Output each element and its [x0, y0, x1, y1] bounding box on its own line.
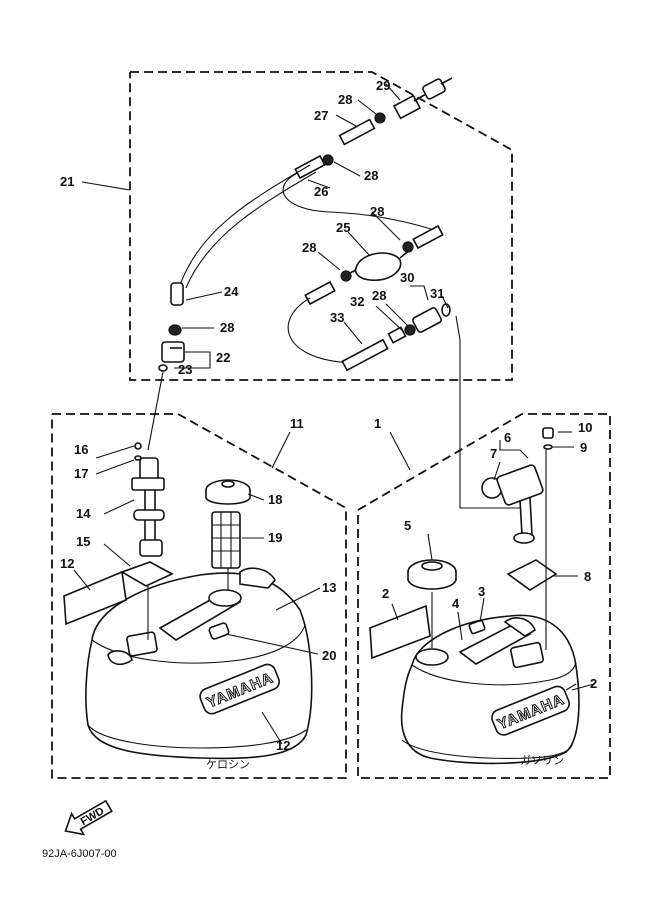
clip-28-connector [404, 324, 416, 336]
fuel-hose-assembly-group [129, 71, 520, 509]
callout-31: 31 [430, 286, 444, 301]
callout-26: 26 [314, 184, 328, 199]
forward-arrow-label: FWD [79, 805, 107, 828]
tank-cap-5 [407, 559, 457, 590]
connector-30 [412, 303, 451, 333]
callout-28-f: 28 [372, 288, 386, 303]
callout-16: 16 [74, 442, 88, 457]
callout-21: 21 [60, 174, 74, 189]
callout-28-c: 28 [370, 204, 384, 219]
callout-17: 17 [74, 466, 88, 481]
hose-link-left [147, 371, 164, 451]
clip-28-lower [168, 324, 182, 336]
screw-16 [134, 442, 142, 450]
callout-6: 6 [504, 430, 511, 445]
fuel-gauge-6 [481, 464, 544, 544]
clip-28-bulb-right [402, 241, 414, 253]
vent-screw-3 [468, 619, 486, 635]
callout-8: 8 [584, 569, 591, 584]
callout-2-b: 2 [590, 676, 597, 691]
callout-20: 20 [322, 648, 336, 663]
hose-link-right [455, 315, 520, 509]
callout-30: 30 [400, 270, 414, 285]
callout-5: 5 [404, 518, 411, 533]
callout-28-d: 28 [302, 240, 316, 255]
kerosene-caption: ケロシン [206, 758, 250, 771]
callout-32: 32 [350, 294, 364, 309]
callout-33: 33 [330, 310, 344, 325]
callout-25: 25 [336, 220, 350, 235]
gasoline-tank-filler-neck [415, 648, 449, 666]
callout-28-e: 28 [220, 320, 234, 335]
callout-9: 9 [580, 440, 587, 455]
kerosene-tank-body [85, 572, 313, 760]
gasoline-tank-boundary [357, 413, 611, 779]
clip-28-bulb-left [340, 270, 352, 282]
callout-19: 19 [268, 530, 282, 545]
clip-28-upper [374, 112, 386, 124]
leader-lines [73, 83, 595, 745]
pipe-24 [170, 282, 184, 306]
hose-main [179, 164, 311, 286]
callout-12-a: 12 [60, 556, 74, 571]
hose-27 [338, 118, 376, 146]
callout-1: 1 [374, 416, 381, 431]
callout-numbers: 29 28 27 28 26 21 28 25 28 24 28 22 23 3… [60, 78, 597, 753]
gasoline-tank-assembly-group: YAMAHA [357, 413, 611, 779]
gasket-8 [506, 559, 558, 591]
diagram-code: 92JA-6J007-00 [42, 848, 117, 860]
fuel-connector-29 [392, 77, 453, 120]
callout-28-b: 28 [364, 168, 378, 183]
callout-13: 13 [322, 580, 336, 595]
callout-10: 10 [578, 420, 592, 435]
kerosene-tank-assembly-group: YAMAHA [51, 413, 347, 779]
callout-11: 11 [290, 416, 304, 431]
callout-27: 27 [314, 108, 328, 123]
clip-28-mid [322, 154, 334, 166]
callout-14: 14 [76, 506, 91, 521]
fuel-hose-assembly-boundary [129, 71, 513, 381]
fuel-gauge-14 [131, 457, 165, 557]
sleeve-32 [387, 326, 407, 344]
kerosene-tank-label-12 [63, 570, 127, 626]
forward-arrow-icon: FWD [64, 799, 113, 836]
o-ring-23 [158, 364, 168, 372]
fitting-22 [161, 341, 185, 363]
strainer-19 [211, 511, 241, 569]
vent-screw-20 [208, 622, 230, 640]
gasoline-tank-handle [458, 621, 532, 665]
washer-9 [543, 444, 553, 450]
tank-cap-18 [205, 479, 251, 505]
callout-29: 29 [376, 78, 390, 93]
callout-15: 15 [76, 534, 90, 549]
gasoline-tank-label-2 [369, 604, 431, 660]
callout-18: 18 [268, 492, 282, 507]
washer-17 [134, 455, 142, 461]
gasket-15 [120, 561, 174, 587]
callout-28-a: 28 [338, 92, 352, 107]
callout-4: 4 [452, 596, 460, 611]
callout-2-a: 2 [382, 586, 389, 601]
screw-10 [542, 427, 554, 439]
callout-24: 24 [224, 284, 239, 299]
hose-26 [282, 171, 441, 233]
callout-12-b: 12 [276, 738, 290, 753]
callout-23: 23 [178, 362, 192, 377]
callout-22: 22 [216, 350, 230, 365]
gasoline-caption: ガソリン [520, 754, 564, 767]
callout-7: 7 [490, 446, 497, 461]
kerosene-tank-filler-neck [208, 589, 242, 607]
callout-3: 3 [478, 584, 485, 599]
kerosene-tank-boundary [51, 413, 347, 779]
